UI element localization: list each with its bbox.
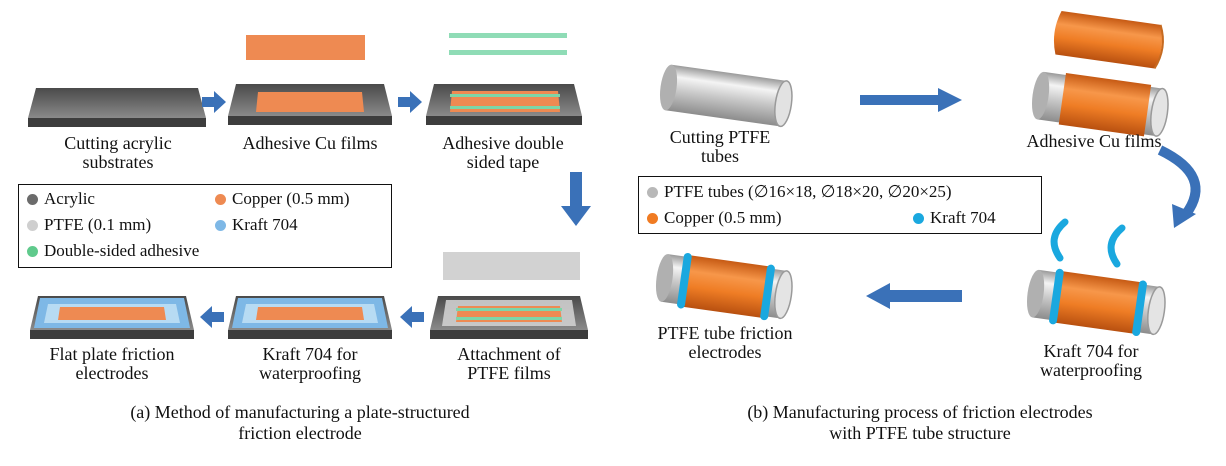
legend-item-kraft-b: Kraft 704: [913, 208, 996, 227]
ptfe-tube-dot: [647, 187, 658, 198]
arrow-down: [561, 172, 591, 226]
kraft-plate: [228, 296, 392, 339]
legend-item-copper: Copper (0.5 mm): [215, 189, 350, 208]
label-adhesive-cu-b: Adhesive Cu films: [1026, 131, 1162, 151]
arrow-right-b: [860, 88, 962, 112]
kraft-dot-b: [913, 213, 924, 224]
acrylic-dot: [27, 194, 38, 205]
ptfe-dot: [27, 220, 38, 231]
legend-item-ptfe-tubes: PTFE tubes (∅16×18, ∅18×20, ∅20×25): [647, 182, 952, 201]
flat-plate-electrode: [30, 296, 194, 339]
ptfe-tube-copper: [1031, 71, 1169, 137]
curved-arrow: [1157, 145, 1201, 228]
arrow-left-1: [400, 306, 424, 328]
ptfe-tube-electrode: [655, 252, 793, 321]
copper-film: [246, 35, 365, 60]
legend-item-acrylic: Acrylic: [27, 189, 95, 208]
ptfe-film: [443, 252, 580, 280]
acrylic-copper-plate: [228, 84, 392, 125]
adhesive-strips: [449, 33, 567, 55]
legend-a: Acrylic Copper (0.5 mm) PTFE (0.1 mm) Kr…: [18, 184, 392, 268]
kraft-rings: [1050, 218, 1126, 268]
acrylic-copper-adhesive-plate: [426, 84, 582, 125]
copper-sheet-curved: [1054, 10, 1164, 70]
arrow-right-1: [202, 91, 226, 113]
adhesive-dot: [27, 246, 38, 257]
legend-item-adhesive: Double-sided adhesive: [27, 241, 199, 260]
caption-b: (b) Manufacturing process of friction el…: [747, 402, 1093, 443]
arrow-left-2: [200, 306, 224, 328]
legend-item-ptfe: PTFE (0.1 mm): [27, 215, 151, 234]
arrow-left-b: [866, 283, 962, 309]
ptfe-attached-plate: [430, 296, 588, 339]
caption-a: (a) Method of manufacturing a plate-stru…: [130, 402, 470, 443]
ptfe-tube-kraft: [1026, 268, 1166, 337]
legend-item-copper-b: Copper (0.5 mm): [647, 208, 782, 227]
label-adhesive-cu-a: Adhesive Cu films: [242, 133, 378, 153]
acrylic-plate: [28, 88, 206, 127]
copper-dot: [215, 194, 226, 205]
legend-item-kraft: Kraft 704: [215, 215, 298, 234]
kraft-dot: [215, 220, 226, 231]
ptfe-tube: [659, 64, 793, 128]
legend-b: PTFE tubes (∅16×18, ∅18×20, ∅20×25) Copp…: [638, 176, 1042, 234]
arrow-right-2: [398, 91, 422, 113]
copper-dot-b: [647, 213, 658, 224]
